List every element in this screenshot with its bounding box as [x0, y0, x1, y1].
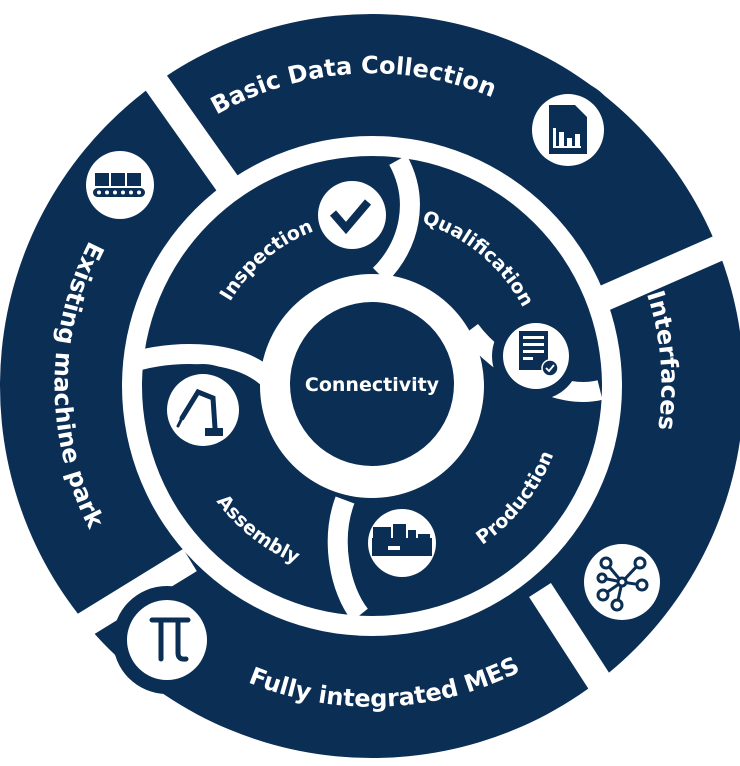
icon-bubble-check [306, 169, 398, 261]
document-chart-icon [549, 105, 587, 154]
outer-separators [53, 52, 740, 766]
label-connectivity: Connectivity [305, 374, 440, 396]
network-icon [596, 556, 649, 612]
icon-bubble-conveyor [72, 137, 168, 233]
icon-bubble-machine [356, 497, 448, 589]
robot-arm-icon [176, 388, 223, 436]
conveyor-icon [93, 173, 145, 197]
icon-bubble-network [572, 532, 672, 632]
center-hub [290, 302, 454, 466]
injection-machine-icon [372, 524, 432, 556]
pi-icon [149, 617, 191, 662]
icon-bubble-pi [113, 586, 221, 694]
icon-bubble-document [518, 80, 618, 180]
checkmark-icon [329, 199, 372, 235]
certificate-icon [519, 331, 559, 377]
icon-bubble-certificate [492, 312, 580, 400]
icon-bubble-robot [157, 364, 249, 456]
